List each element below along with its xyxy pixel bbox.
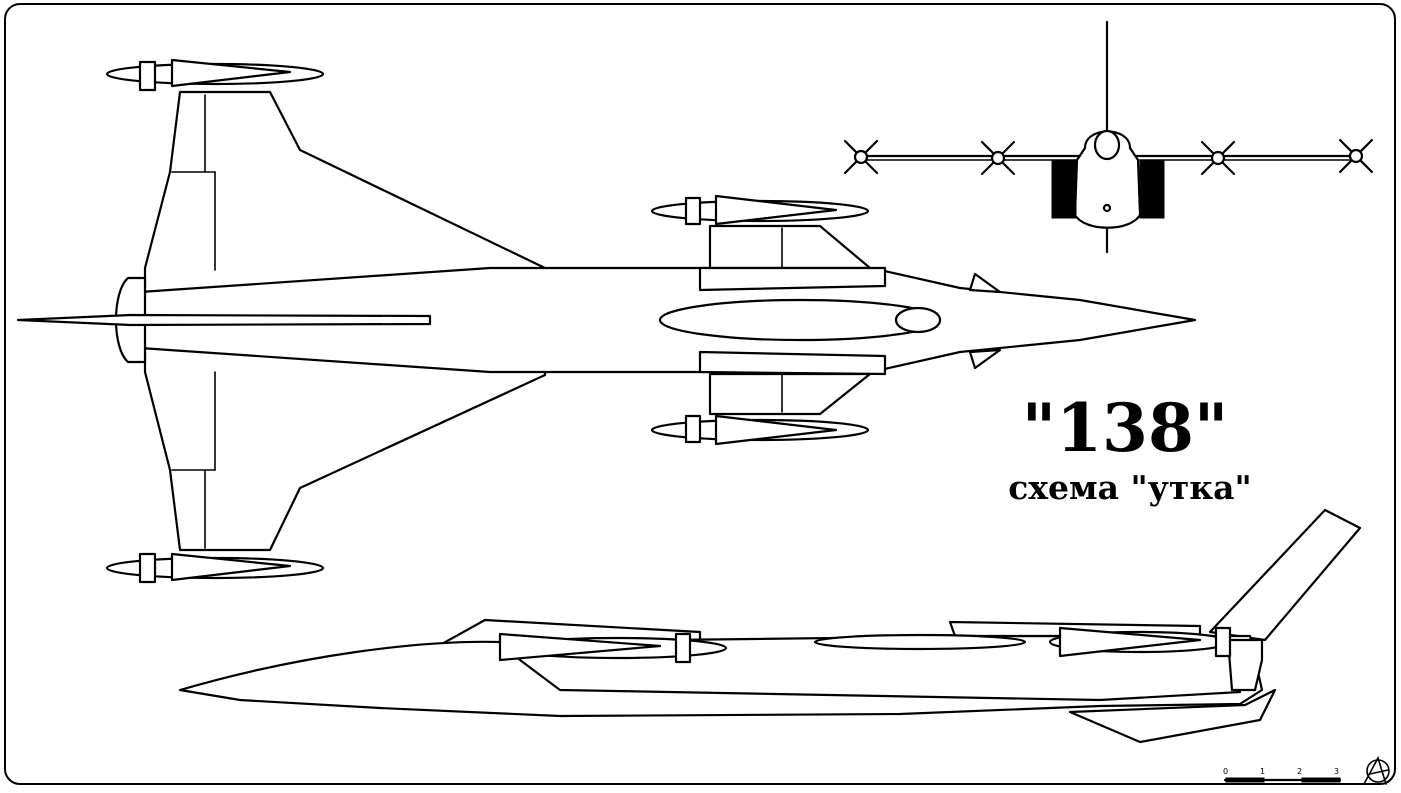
vertical-fin — [1208, 508, 1362, 642]
scale-tick-label: 2 — [1297, 767, 1303, 776]
aircraft-designation-title: "138" — [1021, 389, 1229, 467]
missile-top-canard-upper — [650, 194, 870, 226]
scale-bar — [1223, 777, 1342, 783]
missile-top-canard-lower — [650, 414, 870, 446]
ventral-fin — [1068, 688, 1277, 744]
canard-upper — [708, 224, 872, 270]
front-view — [843, 20, 1374, 254]
layout-scheme-subtitle: схема "утка" — [1008, 468, 1252, 507]
scale-tick-label: 0 — [1223, 767, 1229, 776]
missile-front-outer-left — [843, 139, 879, 175]
intake-right — [1139, 159, 1165, 219]
missile-side-forward — [498, 632, 728, 664]
side-view — [178, 508, 1362, 744]
missile-front-inner-left — [980, 140, 1016, 176]
scale-tick-label: 3 — [1334, 767, 1340, 776]
author-monogram — [1363, 755, 1390, 785]
rear-boom — [16, 313, 432, 327]
scale-tick-label: 1 — [1260, 767, 1266, 776]
intake-left — [1051, 159, 1077, 219]
canard-lower — [708, 372, 872, 416]
drawing-frame — [4, 3, 1396, 785]
missile-top-left-upper — [105, 58, 325, 92]
missile-front-inner-right — [1200, 140, 1236, 176]
missile-side-aft — [813, 626, 1232, 658]
missile-front-outer-right — [1338, 138, 1374, 174]
missile-top-left-lower — [105, 552, 325, 584]
top-view — [16, 58, 1197, 584]
